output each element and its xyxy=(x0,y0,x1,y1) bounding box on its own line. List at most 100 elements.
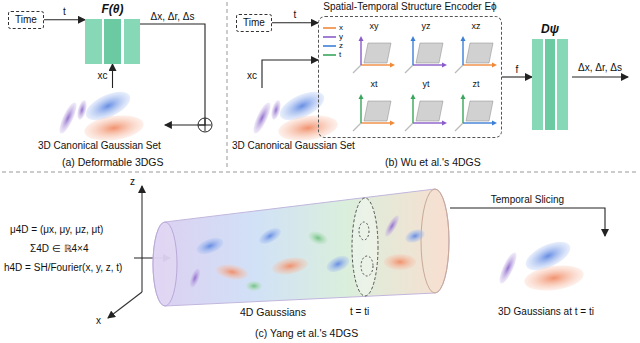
figure-caption: 3D Gaussians at t = ti xyxy=(498,306,594,318)
connector xyxy=(262,60,318,88)
gaussian-tube: 4D Gaussians xyxy=(150,186,450,320)
edge-label: xc xyxy=(246,70,258,82)
gaussian-set-node: 3D Canonical Gaussian Set xyxy=(38,88,165,152)
connector xyxy=(140,24,205,125)
plane-axes xyxy=(351,92,397,132)
label-holder: (c) Yang et al.'s 4DGS xyxy=(255,327,358,339)
feature-plane: xt xyxy=(351,79,397,133)
ellipse-part xyxy=(83,112,146,144)
legend-entry-holder: y xyxy=(322,32,343,41)
plane-axes xyxy=(351,34,397,74)
edge-label: t xyxy=(293,9,298,21)
legend-line-stroke xyxy=(323,36,336,38)
edge-label-holder: f xyxy=(515,64,520,76)
plane-part xyxy=(390,63,395,68)
plane-part xyxy=(492,121,497,126)
plane-part xyxy=(462,39,463,65)
plane-part xyxy=(405,123,413,131)
tube-part xyxy=(383,214,402,239)
tube-part xyxy=(215,262,249,281)
plane-axes xyxy=(453,34,499,74)
label-holder: (a) Deformable 3DGS xyxy=(62,156,164,168)
decoder-block: Dψ xyxy=(532,22,568,130)
legend-line xyxy=(322,24,337,32)
plane-part xyxy=(360,39,361,65)
gaussian-set xyxy=(496,236,585,294)
time-box: Time xyxy=(8,11,44,29)
text-label: Δx, Δr, Δs xyxy=(578,62,622,74)
label-holder: t = ti xyxy=(350,306,369,318)
panel-caption: (c) Yang et al.'s 4DGS xyxy=(255,327,358,339)
plane-part xyxy=(359,94,364,99)
panel-caption: (a) Deformable 3DGS xyxy=(62,156,164,168)
ellipse-part xyxy=(270,99,283,120)
gaussian-set xyxy=(250,86,339,144)
connector xyxy=(44,19,85,20)
ellipse-part xyxy=(496,250,519,285)
tube-part xyxy=(361,256,373,276)
feature-plane: xz xyxy=(453,21,499,75)
plane-part xyxy=(455,123,463,131)
legend-text: x xyxy=(339,23,343,32)
legend-entry-holder: t xyxy=(322,50,341,59)
box-text: Time xyxy=(243,17,265,29)
tube-part xyxy=(153,189,449,306)
text-label: x xyxy=(96,315,101,327)
connector xyxy=(272,22,318,23)
legend-line-stroke xyxy=(323,45,336,47)
tube-part xyxy=(384,254,416,270)
tube-part xyxy=(307,229,330,247)
plane-part xyxy=(466,101,493,121)
ellipse-part xyxy=(277,112,340,144)
network-block: F(θ) xyxy=(85,2,140,64)
plane-part xyxy=(466,43,493,63)
tube-part xyxy=(246,281,262,291)
text-label: h4D = SH/Fourier(x, y, z, t) xyxy=(4,262,122,274)
feature-plane: yt xyxy=(403,79,449,133)
plane-part xyxy=(353,65,361,73)
edge-label-holder: t xyxy=(62,6,67,18)
plane-part xyxy=(411,94,416,99)
plane-part xyxy=(462,97,463,123)
feature-plane: yz xyxy=(403,21,449,75)
axis-line xyxy=(108,292,142,318)
block-label: F(θ) xyxy=(101,3,123,17)
legend-entry-holder: x xyxy=(322,23,343,32)
tube-part xyxy=(404,227,427,245)
plane-part xyxy=(442,121,447,126)
figure-caption: 4D Gaussians xyxy=(240,306,306,318)
text-label: μ4D = (μx, μy, μz, μt) xyxy=(10,224,103,236)
edge-label: t xyxy=(62,6,67,18)
panel-caption: (b) Wu et al.'s 4DGS xyxy=(385,156,481,168)
legend-line xyxy=(322,51,337,59)
ellipse-part xyxy=(76,99,89,120)
plane-label: zt xyxy=(472,79,479,89)
encoder-title: Spatial-Temporal Structure Encoder Eϕ xyxy=(323,1,496,13)
legend-line-stroke xyxy=(323,27,336,29)
figure-caption: 3D Canonical Gaussian Set xyxy=(38,140,161,152)
legend-line xyxy=(322,42,337,50)
plane-label: yt xyxy=(422,79,429,89)
axis-line xyxy=(141,186,142,292)
plane-part xyxy=(412,97,413,123)
tube-part xyxy=(421,189,449,293)
feature-plane: zt xyxy=(453,79,499,133)
plane-part xyxy=(416,101,443,121)
tube-part xyxy=(194,235,225,258)
connector xyxy=(450,208,605,236)
plane-part xyxy=(364,101,391,121)
plane-part xyxy=(492,63,497,68)
label-holder: z xyxy=(130,176,135,188)
tube-part xyxy=(257,225,284,247)
plane-part xyxy=(461,94,466,99)
plane-axes xyxy=(453,92,499,132)
tube-part xyxy=(271,255,309,277)
plane-part xyxy=(442,63,447,68)
edge-label: xc xyxy=(97,70,109,82)
label-holder: (b) Wu et al.'s 4DGS xyxy=(385,156,481,168)
plane-part xyxy=(364,43,391,63)
edge-label: Δx, Δr, Δs xyxy=(150,11,196,23)
ellipse-part xyxy=(250,100,273,135)
tube-part xyxy=(324,253,352,276)
